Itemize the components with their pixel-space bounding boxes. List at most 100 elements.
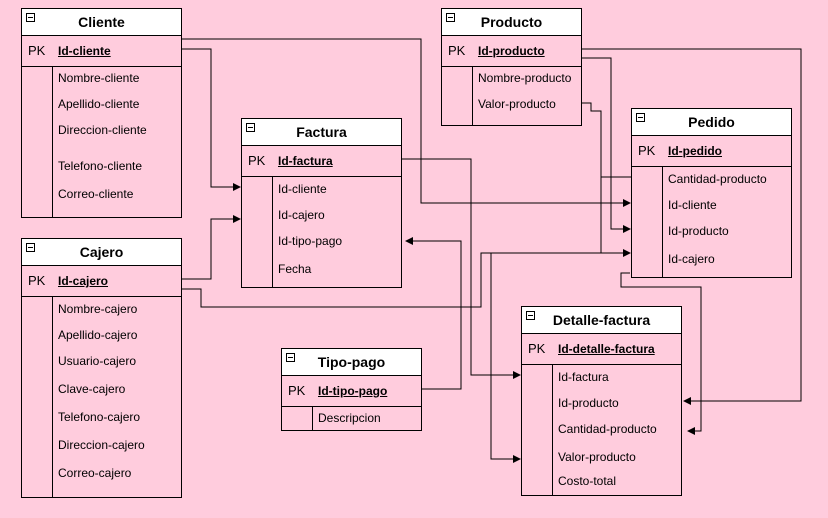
- rel-producto-detalle: [582, 48, 802, 405]
- column-divider: [312, 407, 313, 431]
- attribute: Costo-total: [558, 474, 617, 488]
- entity-factura[interactable]: Factura PK Id-factura Id-cliente Id-caje…: [241, 118, 402, 288]
- attribute: Cantidad-producto: [668, 172, 767, 186]
- entity-title: Tipo-pago: [317, 354, 386, 370]
- attribute: Valor-producto: [478, 97, 556, 111]
- attribute: Usuario-cajero: [58, 354, 137, 368]
- attribute: Valor-producto: [558, 450, 636, 464]
- attribute-list: Nombre-cajero Apellido-cajero Usuario-ca…: [22, 297, 181, 498]
- collapse-icon[interactable]: [446, 13, 455, 22]
- pk-field: Id-cliente: [58, 44, 111, 58]
- column-divider: [272, 177, 273, 288]
- attribute: Telefono-cajero: [58, 410, 141, 424]
- column-divider: [552, 365, 553, 496]
- attribute: Apellido-cliente: [58, 97, 140, 111]
- entity-tipo-pago-header: Tipo-pago: [282, 349, 421, 376]
- rel-pedido-detalle: [620, 272, 702, 435]
- column-divider: [52, 297, 53, 498]
- pk-row: PK Id-cajero: [22, 266, 181, 297]
- entity-producto-header: Producto: [442, 9, 581, 36]
- attribute-list: Cantidad-producto Id-cliente Id-producto…: [632, 167, 791, 278]
- rel-cliente-pedido: [182, 38, 631, 207]
- entity-cajero-header: Cajero: [22, 239, 181, 266]
- attribute: Descripcion: [318, 411, 381, 425]
- attribute: Id-cliente: [668, 198, 717, 212]
- collapse-icon[interactable]: [26, 243, 35, 252]
- collapse-icon[interactable]: [526, 311, 535, 320]
- collapse-icon[interactable]: [246, 123, 255, 132]
- collapse-icon[interactable]: [26, 13, 35, 22]
- column-divider: [52, 67, 53, 218]
- entity-detalle-factura[interactable]: Detalle-factura PK Id-detalle-factura Id…: [521, 306, 682, 496]
- attribute-list: Nombre-cliente Apellido-cliente Direccio…: [22, 67, 181, 218]
- pk-label: PK: [638, 143, 656, 158]
- attribute: Correo-cliente: [58, 187, 134, 201]
- entity-tipo-pago[interactable]: Tipo-pago PK Id-tipo-pago Descripcion: [281, 348, 422, 431]
- attribute: Nombre-cliente: [58, 71, 140, 85]
- rel-producto-pedido: [582, 57, 631, 233]
- attribute-list: Descripcion: [282, 407, 421, 431]
- attribute: Id-cajero: [278, 208, 325, 222]
- rel-cliente-factura: [182, 48, 241, 191]
- entity-title: Factura: [296, 124, 347, 140]
- rel-valor-detalle: [582, 102, 631, 178]
- entity-title: Cliente: [78, 14, 125, 30]
- pk-label: PK: [288, 383, 306, 398]
- pk-label: PK: [248, 153, 266, 168]
- rel-tipopago-factura: [405, 237, 462, 390]
- column-divider: [662, 167, 663, 278]
- rel-cajero-factura: [182, 215, 241, 280]
- attribute-list: Id-factura Id-producto Cantidad-producto…: [522, 365, 681, 496]
- attribute-list: Id-cliente Id-cajero Id-tipo-pago Fecha: [242, 177, 401, 288]
- rel-factura-detalle: [402, 158, 521, 379]
- entity-producto[interactable]: Producto PK Id-producto Nombre-producto …: [441, 8, 582, 126]
- entity-title: Cajero: [79, 244, 124, 260]
- attribute: Id-producto: [558, 396, 619, 410]
- attribute: Direccion-cliente: [58, 123, 147, 137]
- attribute: Id-tipo-pago: [278, 234, 343, 248]
- pk-field: Id-pedido: [668, 144, 722, 158]
- pk-field: Id-producto: [478, 44, 545, 58]
- entity-title: Pedido: [688, 114, 735, 130]
- attribute: Id-factura: [558, 370, 609, 384]
- attribute: Correo-cajero: [58, 466, 132, 480]
- attribute: Cantidad-producto: [558, 422, 657, 436]
- attribute: Id-cajero: [668, 252, 715, 266]
- entity-pedido-header: Pedido: [632, 109, 791, 136]
- pk-field: Id-tipo-pago: [318, 384, 388, 398]
- pk-row: PK Id-factura: [242, 146, 401, 177]
- pk-row: PK Id-cliente: [22, 36, 181, 67]
- pk-label: PK: [28, 43, 46, 58]
- collapse-icon[interactable]: [636, 113, 645, 122]
- collapse-icon[interactable]: [286, 353, 295, 362]
- pk-row: PK Id-detalle-factura: [522, 334, 681, 365]
- entity-detalle-factura-header: Detalle-factura: [522, 307, 681, 334]
- entity-cliente-header: Cliente: [22, 9, 181, 36]
- pk-label: PK: [448, 43, 466, 58]
- pk-field: Id-factura: [278, 154, 333, 168]
- rel-valor-detalle-2: [490, 177, 602, 463]
- attribute: Nombre-producto: [478, 71, 572, 85]
- attribute: Direccion-cajero: [58, 438, 145, 452]
- column-divider: [472, 67, 473, 126]
- entity-pedido[interactable]: Pedido PK Id-pedido Cantidad-producto Id…: [631, 108, 792, 278]
- pk-label: PK: [28, 273, 46, 288]
- attribute-list: Nombre-producto Valor-producto: [442, 67, 581, 126]
- entity-cliente[interactable]: Cliente PK Id-cliente Nombre-cliente Ape…: [21, 8, 182, 218]
- pk-row: PK Id-producto: [442, 36, 581, 67]
- pk-row: PK Id-tipo-pago: [282, 376, 421, 407]
- attribute: Id-producto: [668, 224, 729, 238]
- entity-factura-header: Factura: [242, 119, 401, 146]
- attribute: Id-cliente: [278, 182, 327, 196]
- pk-label: PK: [528, 341, 546, 356]
- attribute: Fecha: [278, 262, 312, 276]
- attribute: Clave-cajero: [58, 382, 126, 396]
- entity-cajero[interactable]: Cajero PK Id-cajero Nombre-cajero Apelli…: [21, 238, 182, 498]
- pk-field: Id-detalle-factura: [558, 342, 655, 356]
- entity-title: Producto: [480, 14, 543, 30]
- attribute: Apellido-cajero: [58, 328, 138, 342]
- attribute: Nombre-cajero: [58, 302, 138, 316]
- pk-field: Id-cajero: [58, 274, 109, 288]
- entity-title: Detalle-factura: [552, 312, 651, 328]
